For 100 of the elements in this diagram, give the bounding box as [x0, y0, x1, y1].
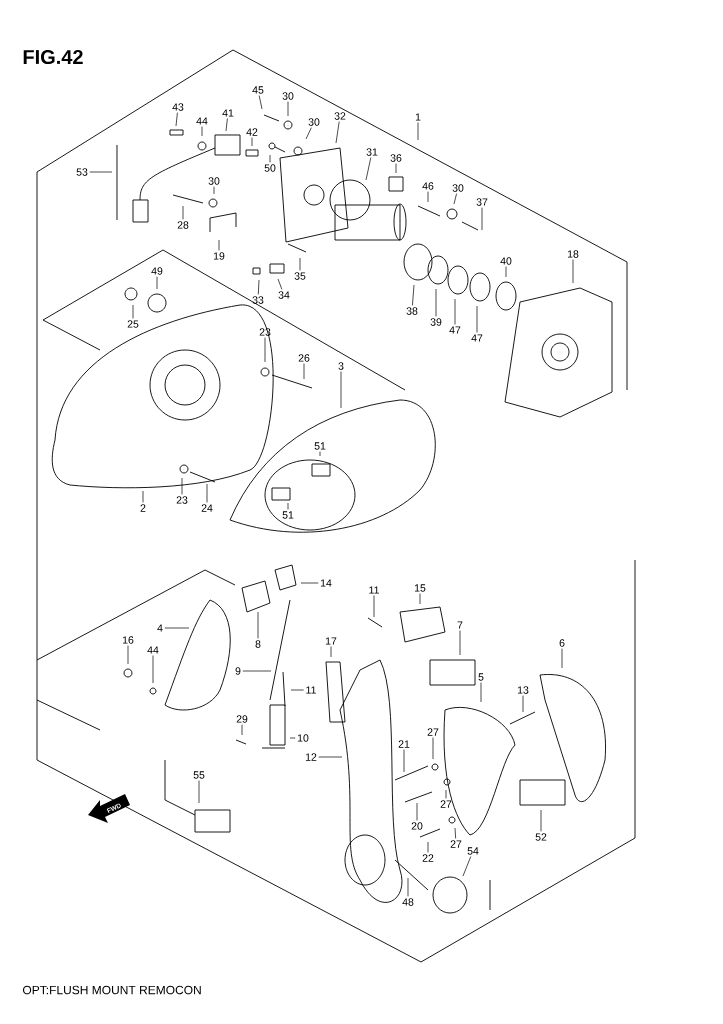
leader-line: [251, 137, 253, 147]
callout-number: 40: [500, 257, 512, 265]
callout-number: 36: [390, 154, 402, 162]
callout-number: 38: [406, 307, 418, 315]
callout-number: 47: [471, 334, 483, 342]
callout-number: 53: [76, 168, 88, 176]
leader-line: [287, 101, 289, 117]
callout-number: 29: [236, 715, 248, 723]
leader-line: [540, 809, 542, 832]
callout-number: 3: [338, 362, 344, 370]
leader-line: [213, 186, 215, 195]
callout-number: 11: [306, 686, 316, 694]
leader-line: [403, 749, 405, 773]
leader-line: [427, 841, 429, 853]
callout-number: 27: [450, 840, 462, 848]
leader-line: [241, 724, 243, 736]
leader-line: [416, 802, 418, 821]
leader-line: [335, 121, 340, 144]
callout-number: 34: [278, 291, 290, 299]
callout-number: 47: [449, 326, 461, 334]
leader-line: [299, 257, 301, 271]
leader-line: [373, 595, 375, 618]
callout-number: 26: [298, 354, 310, 362]
leader-line: [257, 279, 260, 295]
callout-number: 21: [398, 740, 410, 748]
callout-number: 12: [305, 753, 317, 761]
leader-line: [407, 877, 409, 897]
callout-number: 23: [176, 496, 188, 504]
callout-number: 16: [122, 636, 134, 644]
callout-number: 44: [196, 117, 208, 125]
leader-line: [459, 630, 461, 656]
leader-line: [330, 646, 332, 658]
leader-line: [454, 298, 456, 325]
callout-number: 23: [259, 328, 271, 336]
leader-line: [340, 371, 342, 409]
callout-number: 50: [264, 164, 276, 172]
callout-number: 9: [235, 667, 241, 675]
callout-number: 48: [402, 898, 414, 906]
leader-line: [522, 695, 524, 713]
leader-line: [182, 205, 184, 220]
callout-number: 30: [452, 184, 464, 192]
callout-number: 27: [440, 800, 452, 808]
callout-number: 27: [427, 728, 439, 736]
leader-line: [395, 163, 397, 174]
leader-line: [435, 288, 437, 317]
leader-line: [481, 207, 483, 231]
caption: OPT:FLUSH MOUNT REMOCON: [22, 985, 201, 995]
callout-number: 7: [457, 621, 463, 629]
leader-line: [505, 266, 507, 278]
callout-number: 25: [127, 320, 139, 328]
callout-number: 5: [478, 673, 484, 681]
leader-line: [427, 191, 429, 203]
callout-number: 43: [172, 103, 184, 111]
callout-number: 45: [252, 86, 264, 94]
leader-line: [258, 95, 263, 110]
leader-line: [181, 477, 183, 495]
leader-line: [365, 157, 372, 181]
leader-line: [305, 127, 312, 140]
callout-number: 41: [222, 109, 234, 117]
leader-line: [201, 126, 203, 137]
callout-number: 8: [255, 640, 261, 648]
leader-line: [287, 502, 289, 510]
callout-number: 52: [535, 833, 547, 841]
callout-number: 32: [334, 112, 346, 120]
leader-line: [318, 756, 343, 758]
callout-number: 18: [567, 250, 579, 258]
leader-line: [419, 593, 421, 605]
callout-number: 37: [476, 198, 488, 206]
callout-number: 30: [308, 118, 320, 126]
leader-line: [572, 259, 574, 284]
leader-line: [290, 689, 304, 691]
callout-number: 51: [314, 442, 326, 450]
leader-line: [277, 278, 283, 290]
leader-line: [476, 305, 478, 333]
leader-line: [462, 856, 472, 877]
leader-line: [319, 451, 321, 457]
leader-line: [269, 154, 271, 163]
leader-line: [303, 363, 305, 380]
leader-line: [453, 193, 457, 205]
callout-number: 22: [422, 854, 434, 862]
leader-line: [432, 737, 434, 760]
leader-line: [156, 276, 158, 290]
leader-line: [412, 284, 415, 306]
leader-line: [300, 582, 319, 584]
leader-line: [132, 304, 134, 319]
callout-number: 15: [414, 584, 426, 592]
leader-line: [152, 655, 154, 684]
leader-line: [417, 122, 419, 141]
callout-number: 4: [157, 624, 163, 632]
callout-number: 28: [177, 221, 189, 229]
leader-line: [164, 627, 190, 629]
callout-number: 39: [430, 318, 442, 326]
leader-line: [480, 682, 482, 703]
callout-number: 11: [369, 586, 379, 594]
leader-line: [198, 780, 200, 804]
callout-number: 30: [282, 92, 294, 100]
callout-number: 2: [140, 504, 146, 512]
leader-line: [257, 611, 259, 639]
leader-line: [289, 737, 296, 739]
callout-number: 31: [366, 148, 378, 156]
